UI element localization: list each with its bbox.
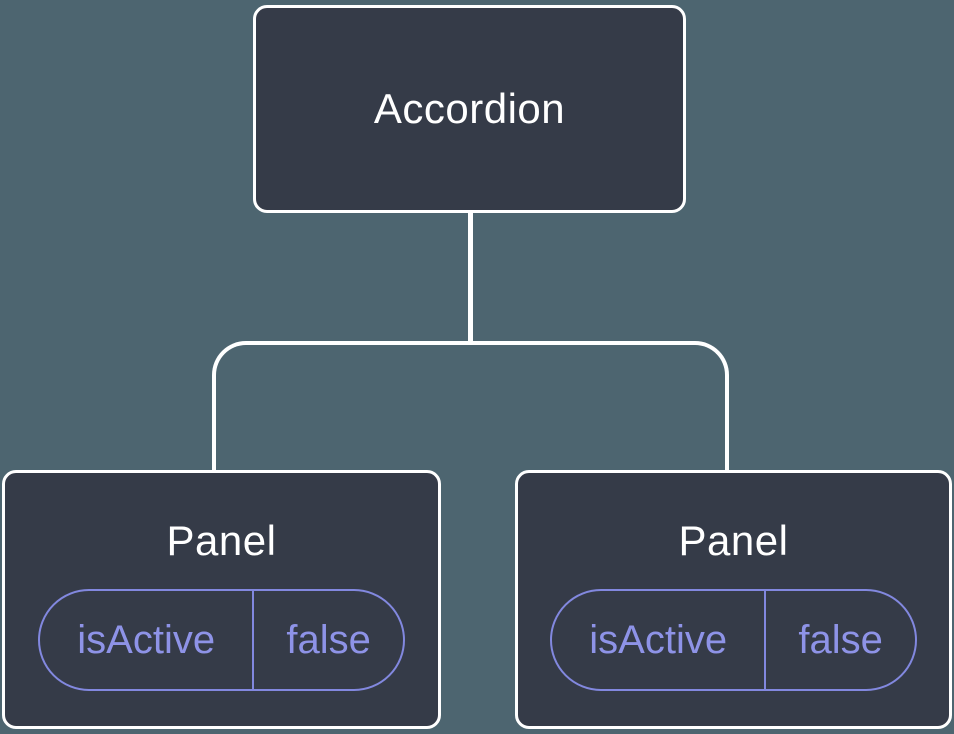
node-label: Panel	[678, 517, 789, 564]
component-node-panel-right: Panel isActive false	[515, 470, 952, 729]
connector-stem	[468, 211, 473, 345]
node-label: Panel	[166, 517, 277, 564]
node-label: Accordion	[373, 85, 566, 132]
connector-bracket	[212, 341, 729, 472]
component-node-panel-left: Panel isActive false	[2, 470, 441, 729]
state-pill: isActive false	[550, 589, 917, 691]
state-value: false	[798, 617, 883, 662]
component-node-accordion: Accordion	[253, 5, 686, 213]
state-name: isActive	[552, 591, 767, 689]
state-value: false	[286, 617, 371, 662]
state-name: isActive	[40, 591, 255, 689]
state-pill: isActive false	[38, 589, 405, 691]
